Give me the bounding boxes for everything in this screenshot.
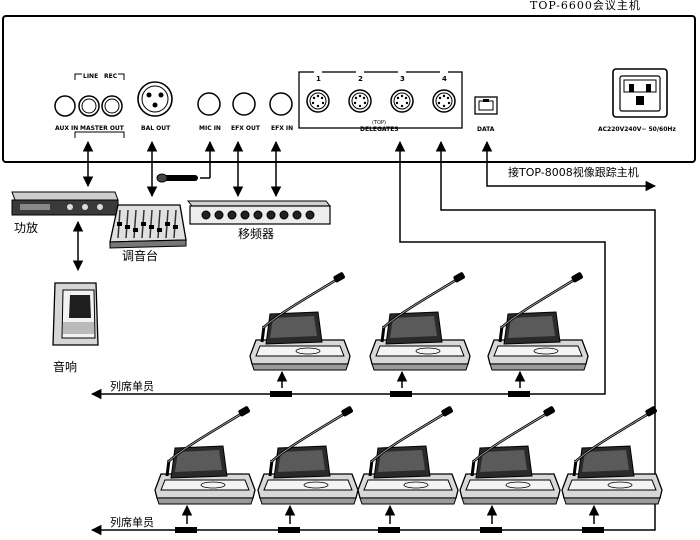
line-label: LINE (83, 73, 98, 80)
delegate-unit (368, 270, 472, 372)
speaker-icon (52, 282, 99, 346)
delegate-unit (560, 404, 664, 506)
delegate-unit (248, 270, 352, 372)
bus-tap-connector (582, 504, 604, 533)
aux-in-jack[interactable] (54, 95, 76, 117)
bus-tap-connector (390, 370, 412, 397)
bus-tap-connector (278, 504, 300, 533)
rear-panel (2, 15, 696, 163)
speaker-label: 音响 (53, 359, 77, 374)
efx-out-jack[interactable] (232, 92, 256, 116)
delegate-unit (153, 404, 257, 506)
aux-in-label: AUX IN (55, 125, 78, 132)
amplifier-icon (11, 191, 119, 216)
data-port[interactable] (474, 96, 498, 115)
handheld-mic-icon (156, 173, 198, 183)
bal-out-label: BAL OUT (141, 125, 171, 132)
master-out-jack-left[interactable] (78, 95, 100, 117)
delegate-unit (256, 404, 360, 506)
delegate-row-1 (248, 270, 590, 397)
mic-in-jack[interactable] (197, 92, 221, 116)
mic-in-label: MIC IN (199, 125, 221, 132)
bus-tap-connector (175, 504, 197, 533)
master-out-jack-right[interactable] (101, 95, 123, 117)
efx-in-label: EFX IN (271, 125, 293, 132)
frequency-shifter-icon (186, 200, 332, 225)
camera-host-label: 接TOP-8008视像跟踪主机 (508, 165, 639, 179)
delegate-port-1[interactable] (306, 89, 330, 113)
bus-tap-connector (378, 504, 400, 533)
top-mark: (TOP) (372, 120, 386, 126)
power-socket[interactable] (612, 68, 668, 118)
amplifier-label: 功放 (14, 220, 38, 235)
row2-label: 列席单员 (110, 515, 154, 529)
delegate-unit (356, 404, 460, 506)
bus-tap-connector (480, 504, 502, 533)
port-number-3: 3 (400, 75, 405, 83)
delegate-row-2 (153, 404, 664, 533)
delegate-port-4[interactable] (432, 89, 456, 113)
data-label: DATA (477, 126, 495, 133)
port-number-1: 1 (316, 75, 321, 83)
port-number-2: 2 (358, 75, 363, 83)
shifter-label: 移频器 (238, 227, 274, 241)
bus-tap-connector (270, 370, 292, 397)
mixer-label: 调音台 (122, 248, 158, 263)
port-number-4: 4 (442, 75, 447, 83)
row1-label: 列席单员 (110, 379, 154, 393)
delegate-port-2[interactable] (348, 89, 372, 113)
bus-tap-connector (508, 370, 530, 397)
delegate-port-3[interactable] (390, 89, 414, 113)
efx-out-label: EFX OUT (231, 125, 261, 132)
mixer-icon (109, 204, 187, 249)
delegates-label: DELEGATES (360, 126, 399, 133)
rec-label: REC (104, 73, 118, 80)
delegate-unit (486, 270, 590, 372)
model-title: TOP-6600会议主机 (530, 0, 641, 12)
delegates-group (298, 71, 463, 129)
power-label: AC220V240V~ 50/60Hz (598, 126, 676, 133)
master-out-label: MASTER OUT (80, 125, 125, 132)
efx-in-jack[interactable] (269, 92, 293, 116)
bal-out-xlr[interactable] (137, 81, 173, 117)
delegate-unit (458, 404, 562, 506)
